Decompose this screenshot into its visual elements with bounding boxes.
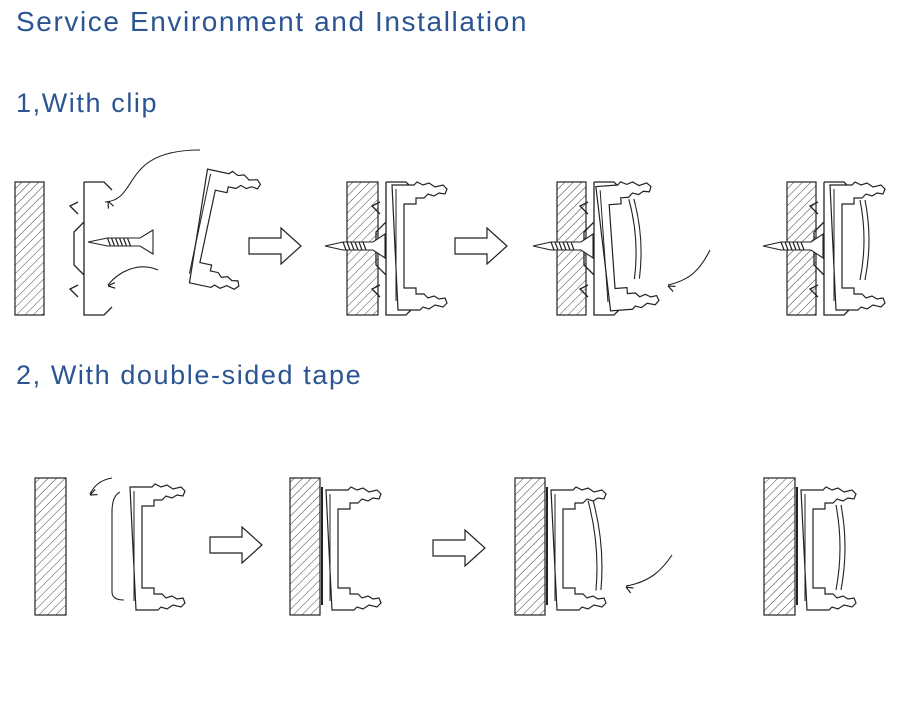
wall: [289, 477, 321, 616]
screw-thread: [792, 241, 797, 251]
screw-icon: [87, 229, 154, 255]
section-heading-clip: 1,With clip: [16, 88, 159, 118]
screw-body: [532, 232, 594, 260]
aluminium-profile: [800, 486, 857, 611]
screw-thread: [114, 237, 120, 247]
profile-outline: [129, 483, 186, 611]
profile-outline: [595, 181, 660, 312]
screw-thread: [362, 241, 367, 251]
arrowhead-icon: [107, 282, 116, 289]
aluminium-profile: [550, 486, 607, 611]
screw-thread: [350, 241, 355, 251]
arrowhead-icon: [107, 200, 114, 209]
screw-thread: [126, 237, 132, 247]
screw-thread: [800, 241, 805, 251]
aluminium-profile: [129, 483, 186, 611]
wall: [34, 477, 67, 616]
diffuser-cover: [587, 500, 603, 591]
right-arrow-icon: [432, 528, 486, 568]
diffuser-cover: [859, 199, 870, 281]
aluminium-profile: [391, 181, 448, 311]
screw-thread: [106, 237, 112, 247]
profile-inner-line: [599, 190, 609, 303]
screw-thread: [118, 237, 124, 247]
profile-inner-line: [188, 173, 212, 274]
page-title: Service Environment and Installation: [16, 6, 529, 37]
aluminium-profile: [829, 181, 886, 311]
screw-icon: [532, 232, 594, 260]
peeled-tape: [111, 491, 125, 601]
screw-thread: [566, 241, 571, 251]
wall: [514, 477, 546, 616]
wall: [763, 477, 796, 616]
profile-outline: [829, 181, 886, 311]
screw-thread: [358, 241, 363, 251]
screw-thread: [354, 241, 359, 251]
screw-thread: [346, 241, 351, 251]
section-heading-tape: 2, With double-sided tape: [16, 360, 363, 390]
screw-thread: [554, 241, 559, 251]
curved-arrow-icon: [107, 266, 159, 286]
screw-icon: [324, 232, 386, 260]
arrowhead-icon: [625, 586, 634, 594]
curved-arrow-icon: [625, 554, 673, 587]
mounting-clip: [578, 181, 623, 316]
screw-thread: [558, 241, 563, 251]
mounting-clip: [808, 181, 853, 316]
diffuser-cover: [628, 198, 642, 280]
screw-thread: [122, 237, 128, 247]
screw-body: [762, 232, 824, 260]
profile-outline: [325, 486, 382, 611]
curved-arrow-icon: [104, 149, 201, 203]
screw-body: [324, 232, 386, 260]
profile-outline: [188, 168, 262, 290]
aluminium-profile: [188, 168, 262, 290]
right-arrow-icon: [454, 226, 508, 266]
diffuser-cover: [835, 504, 846, 591]
screw-thread: [570, 241, 575, 251]
right-arrow-icon: [248, 226, 302, 266]
screw-thread: [788, 241, 793, 251]
profile-outline: [800, 486, 857, 611]
arrowhead-icon: [667, 285, 676, 292]
screw-thread: [550, 241, 555, 251]
screw-thread: [342, 241, 347, 251]
mounting-clip: [370, 181, 415, 316]
screw-thread: [780, 241, 785, 251]
screw-thread: [562, 241, 567, 251]
curved-arrow-icon: [667, 249, 711, 286]
mounting-clip: [68, 181, 113, 316]
curved-arrow-icon: [89, 477, 113, 495]
profile-outline: [391, 181, 448, 311]
aluminium-profile: [325, 486, 382, 611]
right-arrow-icon: [209, 525, 263, 565]
aluminium-profile: [595, 181, 660, 312]
wall: [14, 181, 45, 316]
arrowhead-icon: [89, 489, 98, 496]
screw-icon: [762, 232, 824, 260]
profile-outline: [550, 486, 607, 611]
screw-thread: [796, 241, 801, 251]
screw-thread: [110, 237, 116, 247]
screw-thread: [784, 241, 789, 251]
